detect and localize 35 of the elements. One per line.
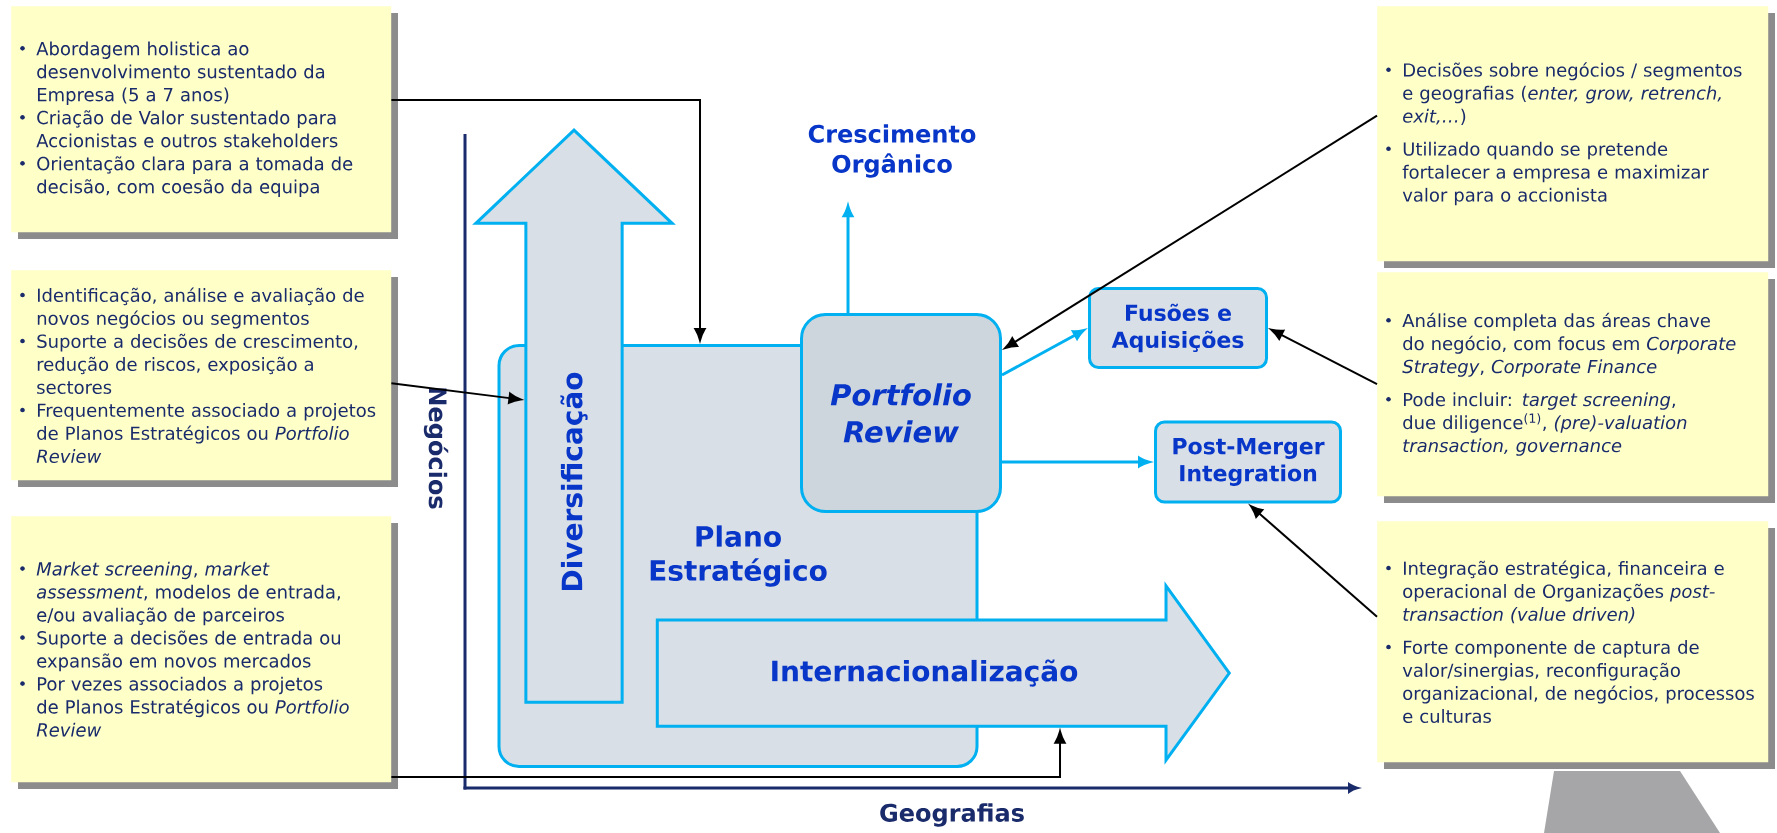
- axis-label: Negócios: [423, 388, 449, 509]
- bullet-item: Abordagem holistica ao desenvolvimento sustentado da Empresa (5 a 7 anos): [20, 41, 325, 105]
- bullet-item: Decisões sobre negócios / segmentos e geografias (enter, grow, retrench, exit,…): [1386, 62, 1742, 125]
- bullet-item: Market screening, market assessment, modelos de entrada, e/ou avaliação de parceiros: [20, 561, 340, 626]
- trapezoid-shape: [1544, 771, 1720, 833]
- bullet-item: Por vezes associados a projetos de Planos Estratégicos ou Portfolio Review: [20, 676, 349, 737]
- process-box: Post-Merger Integration: [1154, 420, 1342, 504]
- arrow: [390, 382, 522, 404]
- arrow: [390, 730, 1066, 778]
- bullet-item: Suporte a decisões de crescimento, redução de riscos, exposição a sectores: [20, 333, 358, 395]
- bullet-item: Forte componente de captura de valor/sinergias, reconfiguração organizacional, de negócios, processos e culturas: [1386, 640, 1754, 724]
- bullet-item: Pode incluir: target screening, due diligence$^{(1)}$, (pre)-valuation transaction, governance: [1386, 392, 1687, 456]
- bullet-item: Suporte a decisões de entrada ou expansão em novos mercados: [20, 630, 340, 672]
- bullet-item: Análise completa das áreas chave do negócio, com focus em Corporate Strategy, Corporate Finance: [1386, 312, 1736, 377]
- rounded-box: Portfolio Review: [800, 313, 1002, 513]
- note-box: [11, 516, 398, 789]
- bullet-item: Integração estratégica, financeira e operacional de Organizações post-transaction (value driven): [1386, 560, 1724, 624]
- bullet-item: Utilizado quando se pretende fortalecer a empresa e maximizar valor para o accionista: [1386, 141, 1709, 206]
- note-box: [1377, 521, 1775, 769]
- bullet-item: Frequentemente associado a projetos de Planos Estratégicos ou Portfolio Review: [20, 403, 376, 464]
- arrow: [1270, 328, 1378, 386]
- note-box: [1377, 272, 1775, 503]
- arrow: [1004, 114, 1378, 349]
- bullet-item: Criação de Valor sustentado para Accionistas e outros stakeholders: [20, 110, 338, 148]
- note-box: [11, 270, 398, 487]
- bullet-item: Identificação, análise e avaliação de novos negócios ou segmentos: [20, 287, 364, 329]
- arrow: [1001, 329, 1085, 377]
- bullet-item: Orientação clara para a tomada de decisão, com coesão da equipa: [20, 156, 353, 197]
- heading-text: Crescimento Orgânico: [808, 124, 976, 178]
- arrow: [390, 99, 706, 342]
- process-box: Fusões e Aquisições: [1088, 287, 1268, 369]
- axis-label: Geografias: [880, 803, 1024, 827]
- note-box: [1377, 6, 1775, 268]
- arrow: [1249, 505, 1378, 618]
- note-box: [11, 6, 398, 239]
